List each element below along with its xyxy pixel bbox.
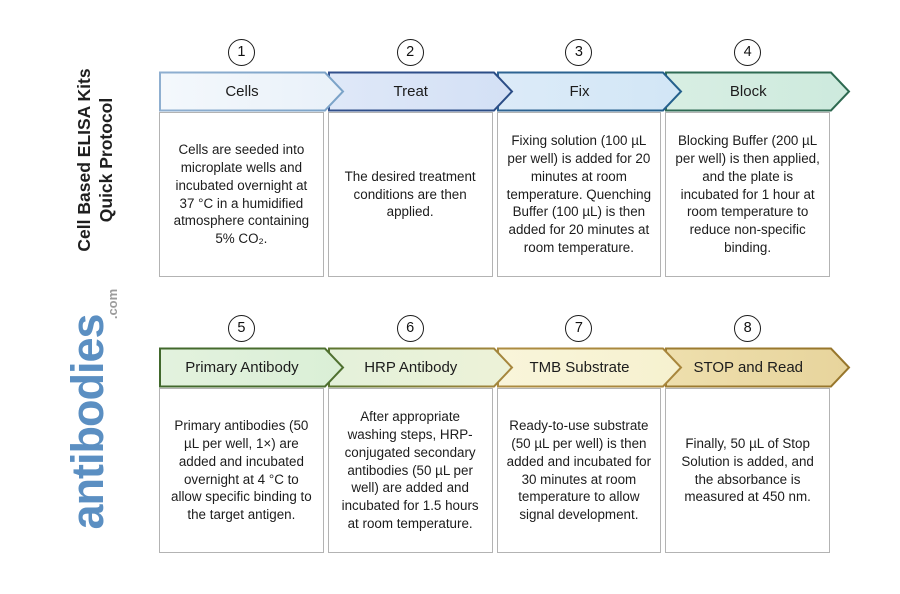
steps-grid: 1 Cells Cells are seeded into microplate… (159, 39, 851, 553)
step-banner: Cells (159, 71, 345, 112)
step-number-badge: 1 (227, 39, 255, 66)
step-label: TMB Substrate (529, 359, 630, 376)
step-description: The desired treatment conditions are the… (344, 168, 476, 220)
step-banner: Treat (327, 71, 514, 112)
step-primary-antibody: 5 Primary Antibody Primary antibodies (5… (159, 315, 345, 553)
page-title-line2: Quick Protocol (96, 97, 117, 223)
steps-row-2: 5 Primary Antibody Primary antibodies (5… (159, 315, 851, 553)
step-label: HRP Antibody (364, 359, 458, 376)
step-treat: 2 Treat The desired treatment conditions… (327, 39, 514, 277)
step-number-badge: 2 (396, 39, 424, 66)
step-banner: TMB Substrate (496, 347, 682, 388)
step-description-box: Fixing solution (100 µL per well) is add… (496, 112, 662, 277)
arrow-banner-shape (159, 71, 345, 112)
page-title: Cell Based ELISA Kits Quick Protocol (73, 30, 121, 290)
step-banner: HRP Antibody (327, 347, 514, 388)
step-description-box: After appropriate washing steps, HRP-con… (327, 388, 493, 553)
step-label: Treat (393, 83, 428, 100)
step-banner: Primary Antibody (159, 347, 345, 388)
step-banner: Block (665, 71, 851, 112)
step-number-badge: 5 (227, 315, 255, 342)
step-banner: Fix (496, 71, 682, 112)
step-label: Primary Antibody (185, 359, 299, 376)
step-tmb-substrate: 7 TMB Substrate Ready-to-use substrate (… (496, 315, 682, 553)
step-description: Blocking Buffer (200 µL per well) is the… (675, 133, 820, 256)
step-number-badge: 7 (565, 315, 593, 342)
arrow-banner-shape (159, 347, 345, 388)
step-description: Finally, 50 µL of Stop Solution is added… (681, 435, 814, 505)
step-banner: STOP and Read (665, 347, 851, 388)
step-number-badge: 4 (734, 39, 762, 66)
step-label: STOP and Read (693, 359, 804, 376)
step-fix: 3 Fix Fixing solution (100 µL per well) … (496, 39, 682, 277)
step-description: Fixing solution (100 µL per well) is add… (506, 133, 652, 256)
step-stop-and-read: 8 STOP and Read Finally, 50 µL of Stop S… (665, 315, 851, 553)
step-hrp-antibody: 6 HRP Antibody After appropriate washing… (327, 315, 514, 553)
step-description-box: Primary antibodies (50 µL per well, 1×) … (159, 388, 324, 553)
step-number-badge: 8 (734, 315, 762, 342)
steps-row-1: 1 Cells Cells are seeded into microplate… (159, 39, 851, 277)
step-label: Cells (225, 83, 259, 100)
step-block: 4 Block Blocking Buffer (200 µL per well… (665, 39, 851, 277)
step-number-badge: 3 (565, 39, 593, 66)
step-label: Block (729, 83, 767, 100)
antibodies-logo-suffix: .com (105, 288, 120, 320)
step-description-box: Ready-to-use substrate (50 µL per well) … (496, 388, 662, 553)
step-description: After appropriate washing steps, HRP-con… (341, 409, 479, 532)
page-title-line1: Cell Based ELISA Kits (74, 68, 94, 252)
step-number-badge: 6 (396, 315, 424, 342)
step-description: Cells are seeded into microplate wells a… (173, 142, 310, 247)
step-description-box: Finally, 50 µL of Stop Solution is added… (665, 388, 830, 553)
step-description-box: Cells are seeded into microplate wells a… (159, 112, 324, 277)
step-description-box: Blocking Buffer (200 µL per well) is the… (665, 112, 830, 277)
step-description: Primary antibodies (50 µL per well, 1×) … (171, 418, 312, 523)
step-cells: 1 Cells Cells are seeded into microplate… (159, 39, 345, 277)
step-description: Ready-to-use substrate (50 µL per well) … (506, 418, 652, 523)
step-label: Fix (569, 83, 590, 100)
step-description-box: The desired treatment conditions are the… (327, 112, 493, 277)
